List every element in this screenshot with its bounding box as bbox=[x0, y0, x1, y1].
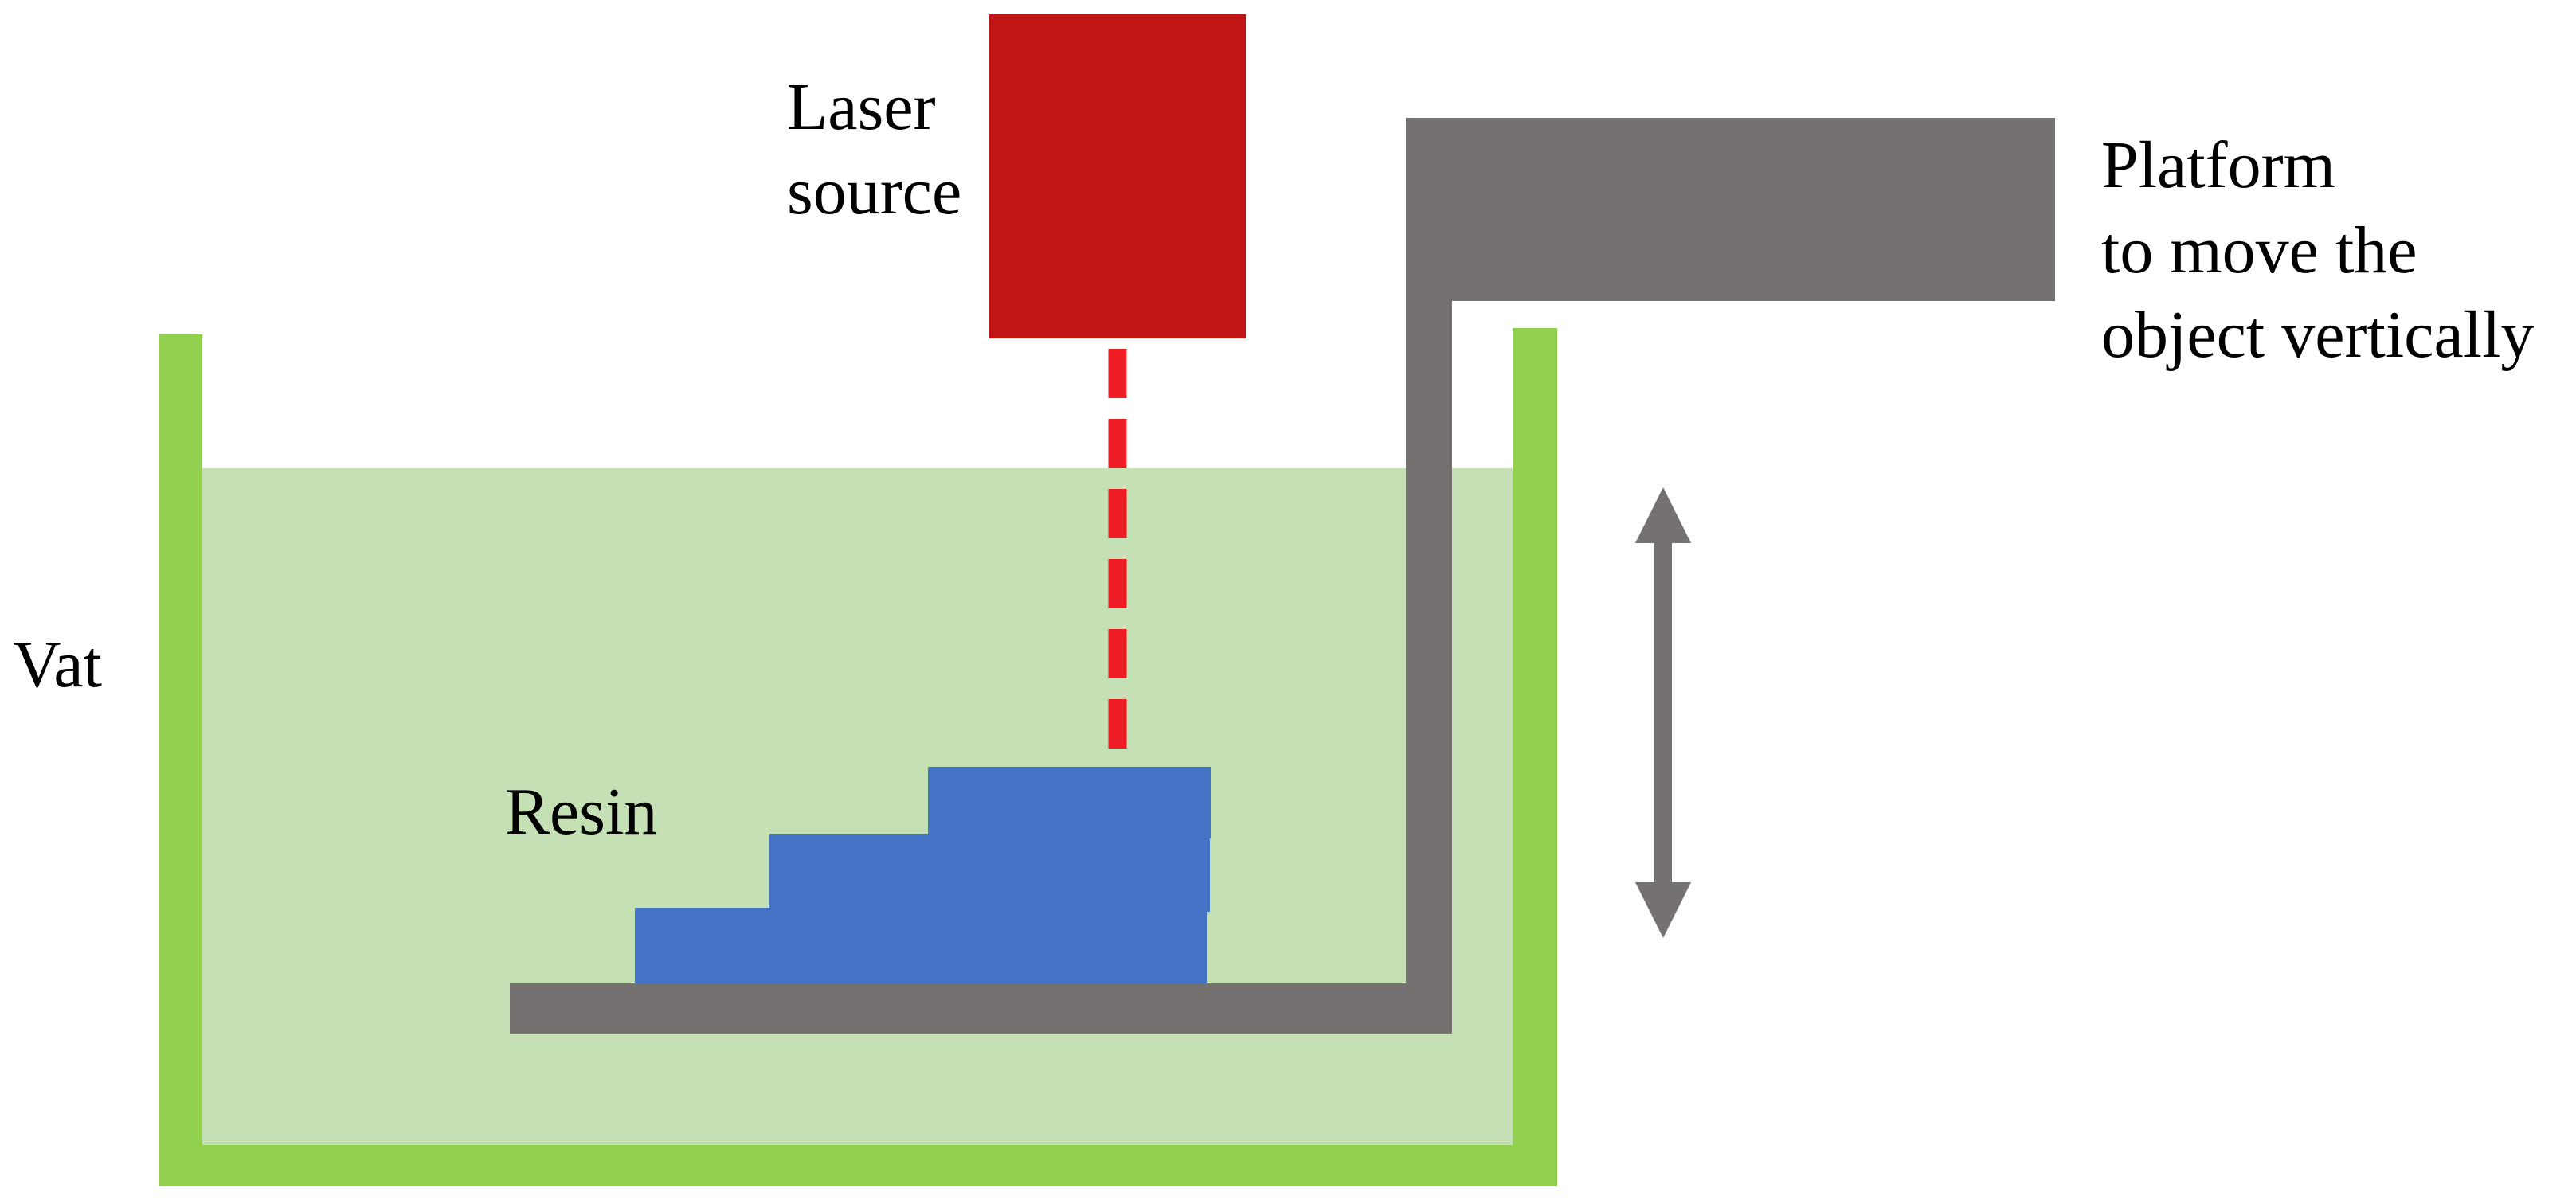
printed-object bbox=[635, 767, 1211, 984]
printed-object-step-2 bbox=[769, 834, 1210, 912]
laser-source bbox=[989, 14, 1246, 338]
platform-label: Platform to move the object vertically bbox=[2101, 128, 2534, 372]
platform-base bbox=[510, 983, 1452, 1034]
arrow-head-up bbox=[1635, 487, 1691, 543]
arrow-shaft bbox=[1654, 534, 1672, 892]
laser-source-label: Laser source bbox=[787, 70, 961, 229]
platform-top-arm bbox=[1406, 118, 2055, 301]
platform-label-line-1: Platform bbox=[2101, 128, 2335, 202]
vat bbox=[159, 328, 1557, 1186]
printed-object-step-3 bbox=[928, 767, 1211, 838]
arrow-head-down bbox=[1635, 882, 1691, 938]
resin-label: Resin bbox=[505, 775, 657, 849]
vat-left-wall bbox=[159, 334, 202, 1186]
platform-label-line-3: object vertically bbox=[2101, 298, 2534, 372]
resin-liquid bbox=[202, 468, 1513, 1145]
laser-label-line-2: source bbox=[787, 154, 961, 229]
platform bbox=[510, 118, 2055, 1034]
double-arrow-vertical-icon bbox=[1635, 487, 1691, 938]
platform-vertical-arm bbox=[1406, 118, 1452, 1034]
laser-label-line-1: Laser bbox=[787, 70, 936, 144]
printed-object-step-1 bbox=[635, 908, 1207, 984]
platform-label-line-2: to move the bbox=[2101, 213, 2417, 287]
vat-bottom-wall bbox=[159, 1145, 1557, 1186]
vat-label: Vat bbox=[13, 627, 102, 702]
vat-right-wall bbox=[1513, 328, 1557, 1186]
